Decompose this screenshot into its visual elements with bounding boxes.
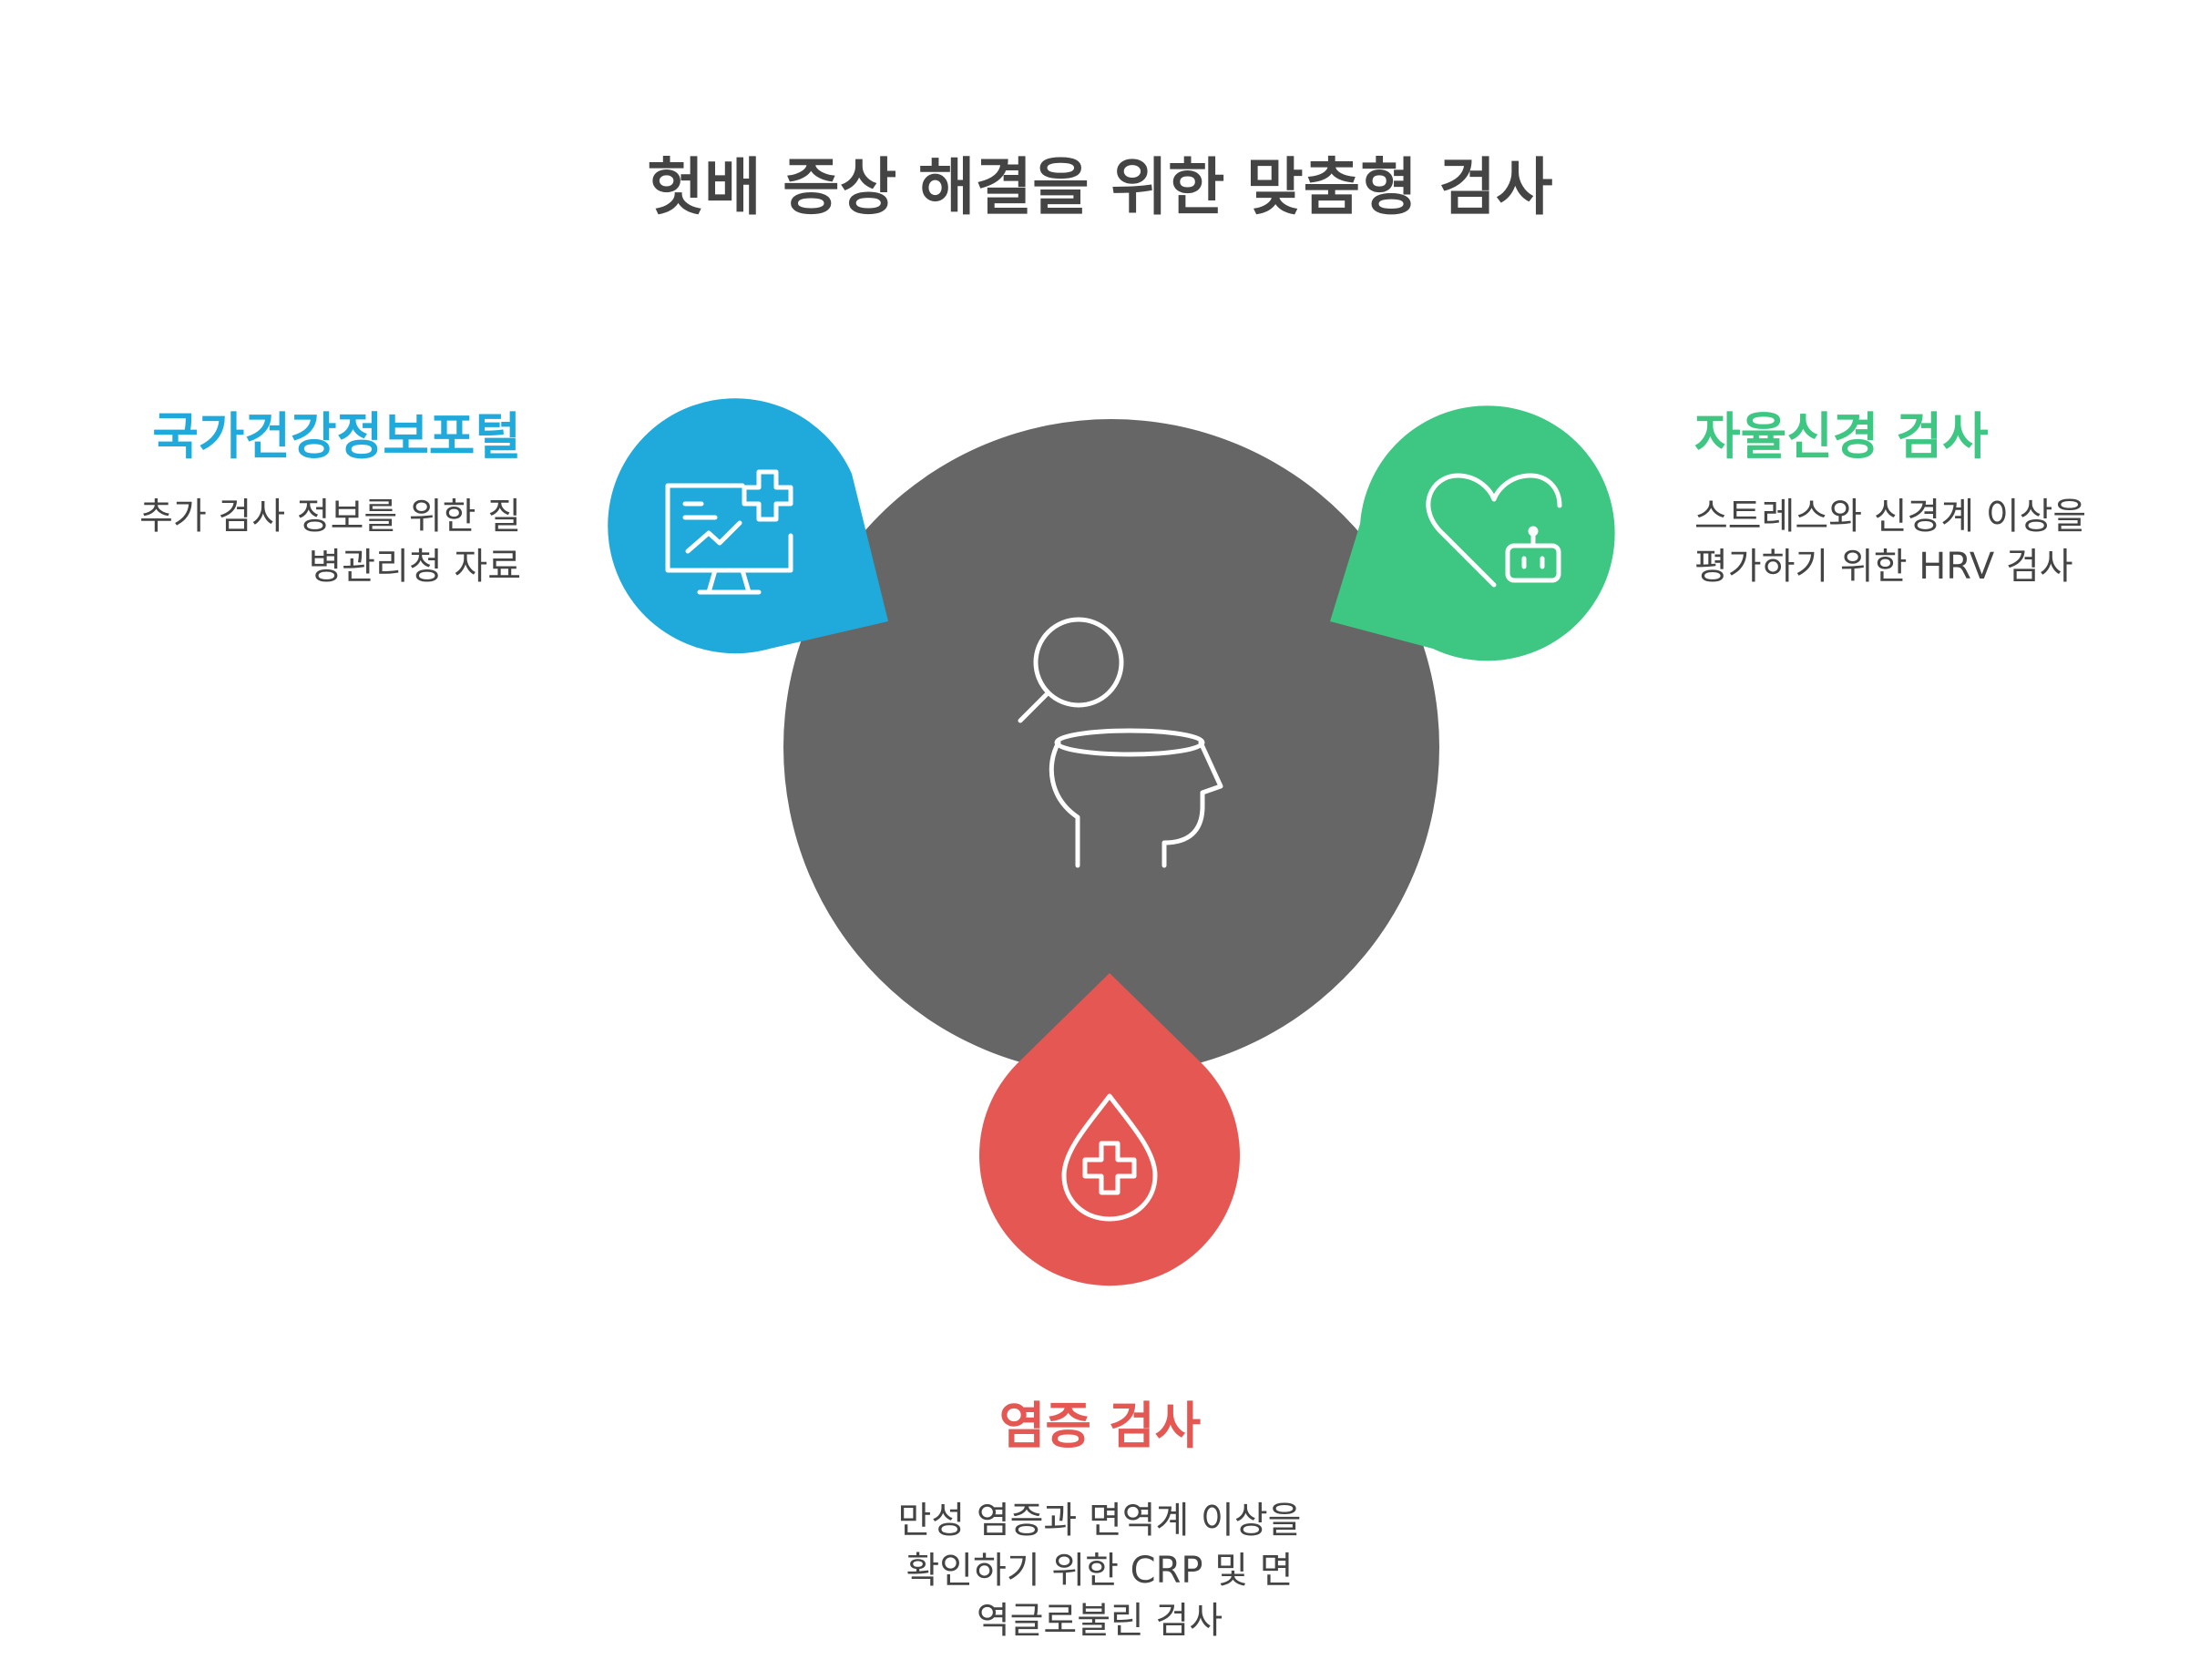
- desc-line: 스트레스와 신경계 이상을: [1694, 496, 2087, 538]
- desc-line: 추가 검사 정보를 위한 질: [139, 496, 521, 538]
- head-magnifier-icon: [1018, 617, 1223, 868]
- right-teardrop: [1330, 405, 1615, 661]
- right-section-heading: 자율신경 검사: [1694, 407, 1989, 466]
- desc-line: 역글로불린 검사: [976, 1600, 1223, 1642]
- left-section-description: 추가 검사 정보를 위한 질 병관리청 자료: [11, 492, 521, 592]
- blood-drop-plus-icon: [1061, 1093, 1158, 1222]
- left-teardrop: [608, 398, 888, 654]
- bottom-teardrop: [979, 973, 1240, 1286]
- center-circle: [783, 419, 1439, 1075]
- bottom-section-description: 만성 염증과 면역계 이상을 확인하기 위한 CRP 및 면 역글로불린 검사: [781, 1496, 1418, 1646]
- right-section-description: 스트레스와 신경계 이상을 평가하기 위한 HRV 검사: [1694, 492, 2200, 592]
- desc-line: 확인하기 위한 CRP 및 면: [906, 1550, 1294, 1592]
- desc-line: 만성 염증과 면역계 이상을: [897, 1500, 1302, 1542]
- desc-line: 병관리청 자료: [308, 546, 521, 588]
- left-section-heading: 국가건강정보포털: [152, 407, 521, 466]
- heart-robot-icon: [1426, 473, 1562, 588]
- page-title: 헛배 증상 해결을 위한 맞춤형 검사: [647, 152, 1553, 224]
- monitor-chart-plus-icon: [665, 469, 793, 595]
- desc-line: 평가하기 위한 HRV 검사: [1694, 546, 2073, 588]
- bottom-section-heading: 염증 검사: [998, 1397, 1202, 1455]
